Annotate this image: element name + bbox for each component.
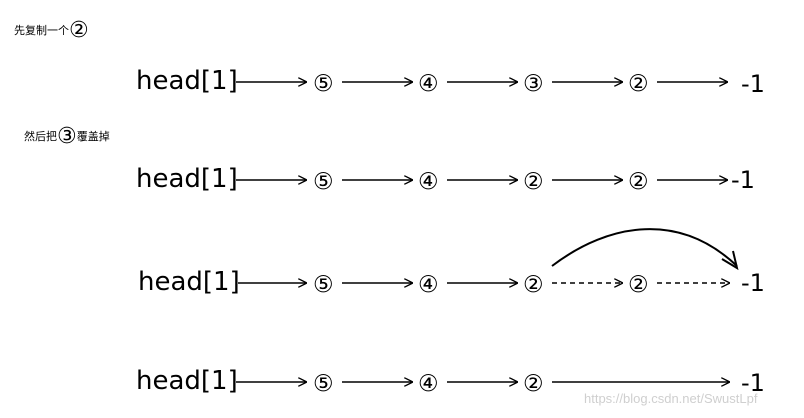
end-marker: -1 [741, 70, 765, 98]
node-2: ② [628, 71, 649, 97]
head-label: head[1] [138, 267, 240, 297]
watermark: https://blog.csdn.net/SwustLpf [584, 391, 758, 406]
node-4: ④ [418, 371, 439, 397]
end-marker: -1 [741, 269, 765, 297]
skip-curve-arrowhead [721, 250, 739, 271]
node-4: ④ [418, 272, 439, 298]
note-overwrite-circle: ③ [57, 124, 77, 149]
note-copy-text: 先复制一个 [14, 24, 69, 37]
node-5: ⑤ [313, 272, 334, 298]
node-4: ④ [418, 169, 439, 195]
node-5: ⑤ [313, 71, 334, 97]
node-5: ⑤ [313, 169, 334, 195]
note-overwrite-text: 然后把 [24, 130, 57, 143]
node-2-copy: ② [523, 169, 544, 195]
note-overwrite-suffix: 覆盖掉 [76, 130, 110, 143]
head-label: head[1] [136, 164, 238, 194]
note-overwrite: 然后把③覆盖掉 [24, 126, 110, 148]
node-5: ⑤ [313, 371, 334, 397]
node-2: ② [628, 169, 649, 195]
head-label: head[1] [136, 66, 238, 96]
end-marker: -1 [741, 369, 765, 397]
skip-curve-arrow [551, 228, 738, 267]
node-2-copy: ② [523, 272, 544, 298]
node-2-old: ② [628, 272, 649, 298]
node-3: ③ [523, 71, 544, 97]
node-4: ④ [418, 71, 439, 97]
note-copy: 先复制一个② [14, 20, 89, 42]
node-2: ② [523, 371, 544, 397]
end-marker: -1 [731, 166, 755, 194]
note-copy-circle: ② [69, 18, 89, 43]
head-label: head[1] [136, 366, 238, 396]
